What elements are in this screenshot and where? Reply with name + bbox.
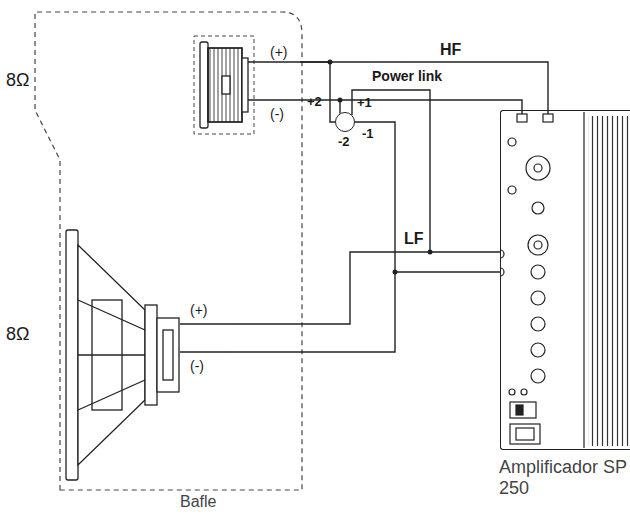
speakon-connector: +1+2-1-2 [335, 112, 355, 132]
wire [300, 62, 548, 110]
amplifier-caption: Amplificador SP 250 [499, 457, 627, 498]
wire [230, 122, 395, 352]
tweeter: (+) (-) [195, 40, 300, 130]
polarity-label: (+) [270, 44, 288, 60]
impedance-label: 8Ω [6, 324, 29, 345]
baffle-region: Bafle(+)(-)(+)(-) [30, 12, 302, 490]
pin-label: -2 [338, 135, 350, 150]
polarity-label: (+) [190, 302, 208, 318]
impedance-label: 8Ω [6, 70, 29, 91]
baffle-outline [35, 12, 302, 490]
junction-dot [328, 60, 433, 275]
wire [300, 62, 335, 122]
pin-label: +1 [357, 96, 372, 111]
woofer-symbol [66, 230, 179, 480]
pin-label: +2 [307, 95, 322, 110]
wire [180, 62, 548, 352]
baffle-caption: Bafle [180, 493, 216, 511]
woofer: (+) (-) [60, 228, 230, 480]
signal-label: LF [402, 230, 426, 248]
tweeter-symbol [200, 42, 248, 128]
tweeter-enclosure [194, 36, 254, 134]
pin-label: -1 [362, 127, 374, 142]
amplifier-panel [500, 112, 630, 448]
polarity-label: (-) [190, 358, 204, 374]
polarity-label: (-) [270, 106, 284, 122]
amplifier: Amplificador SP 250 [500, 110, 630, 450]
signal-label: HF [438, 41, 463, 59]
wire [230, 252, 500, 324]
signal-label: Power link [372, 68, 442, 84]
